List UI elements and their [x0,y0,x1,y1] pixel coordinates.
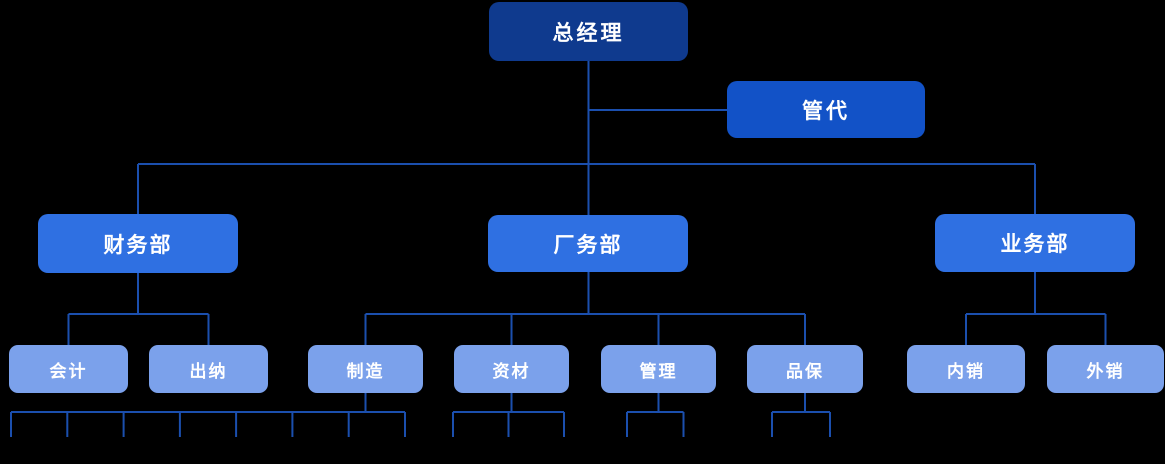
node-plant-dept-label: 厂务部 [553,233,623,257]
node-finance-dept[interactable]: 财务部 [38,214,238,273]
node-domestic-sales-label: 内销 [947,361,985,381]
connector-materials-children-stubs [452,393,565,437]
node-accounting-label: 会计 [49,361,88,381]
connector-finance-branch [67,273,210,345]
node-export-sales-label: 外销 [1086,361,1125,381]
node-management-rep[interactable]: 管代 [727,81,925,138]
node-materials[interactable]: 资材 [454,345,569,393]
node-finance-dept-label: 财务部 [103,233,173,257]
node-general-manager[interactable]: 总经理 [489,2,688,61]
node-management-label: 管理 [639,361,678,381]
node-cashier[interactable]: 出纳 [149,345,268,393]
node-plant-dept[interactable]: 厂务部 [488,215,688,272]
node-manufacturing-label: 制造 [346,361,385,381]
node-management-rep-label: 管代 [802,99,850,123]
node-quality-assurance-label: 品保 [786,361,824,381]
node-materials-label: 资材 [492,361,531,381]
node-export-sales[interactable]: 外销 [1047,345,1164,393]
node-domestic-sales[interactable]: 内销 [907,345,1025,393]
node-general-manager-label: 总经理 [552,21,625,45]
connector-management-children-stubs [626,393,685,437]
node-cashier-label: 出纳 [189,361,228,381]
node-quality-assurance[interactable]: 品保 [747,345,863,393]
connector-qa-children-stubs [771,393,831,437]
node-business-dept-label: 业务部 [1000,233,1070,256]
connector-gm-trunk [137,61,1036,216]
connector-business-branch [965,272,1107,345]
node-accounting[interactable]: 会计 [9,345,128,393]
connector-plant-branch [364,272,806,345]
connector-manufacturing-children-stubs [10,393,406,437]
node-management[interactable]: 管理 [601,345,716,393]
node-business-dept[interactable]: 业务部 [935,214,1135,272]
node-manufacturing[interactable]: 制造 [308,345,423,393]
